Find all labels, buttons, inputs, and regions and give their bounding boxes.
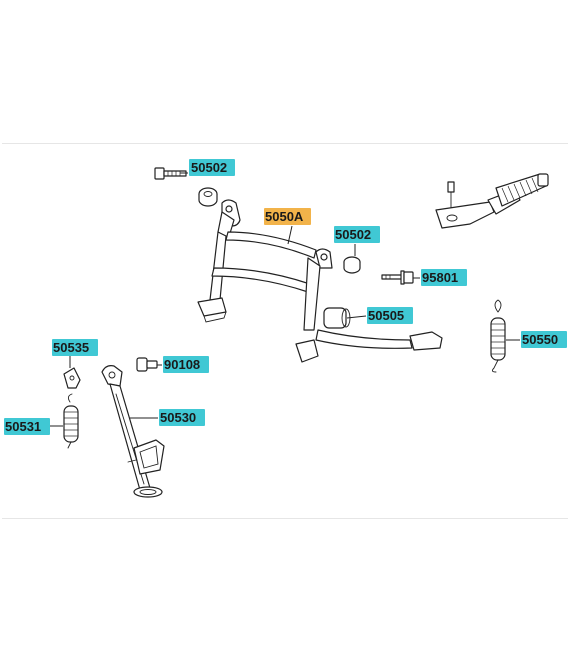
part-label-50505: 50505 <box>368 308 404 323</box>
part-label-50531: 50531 <box>5 419 41 434</box>
label-highlight <box>367 307 413 324</box>
spring-icon <box>490 299 506 373</box>
label-highlight <box>421 269 467 286</box>
part-label-50530: 50530 <box>160 410 196 425</box>
label-highlight <box>163 356 209 373</box>
label-highlight <box>4 418 50 435</box>
part-label-50502-b: 50502 <box>335 227 371 242</box>
part-label-50502-a: 50502 <box>191 160 227 175</box>
part-label-90108: 90108 <box>164 357 200 372</box>
part-label-50550: 50550 <box>522 332 558 347</box>
kick-lever-icon <box>435 173 549 229</box>
side-stand-icon <box>101 365 165 498</box>
label-highlight <box>189 159 235 176</box>
label-highlight <box>159 409 205 426</box>
label-highlight <box>52 339 98 356</box>
leader-line <box>287 225 293 245</box>
flange-bolt-icon <box>381 270 414 285</box>
bracket-plate-icon <box>63 367 81 389</box>
bolt-icon <box>136 357 158 372</box>
collar-icon <box>198 187 218 207</box>
label-highlight <box>334 226 380 243</box>
part-label-50535: 50535 <box>53 340 89 355</box>
main-stand-icon <box>197 199 443 363</box>
diagram-frame <box>2 143 568 519</box>
leader-line <box>346 315 367 319</box>
label-highlight-primary <box>264 208 311 225</box>
spring-icon <box>63 393 79 449</box>
part-label-5050A: 5050A <box>265 209 304 224</box>
collar-icon <box>343 256 361 274</box>
label-highlight <box>521 331 567 348</box>
part-label-95801: 95801 <box>422 270 458 285</box>
